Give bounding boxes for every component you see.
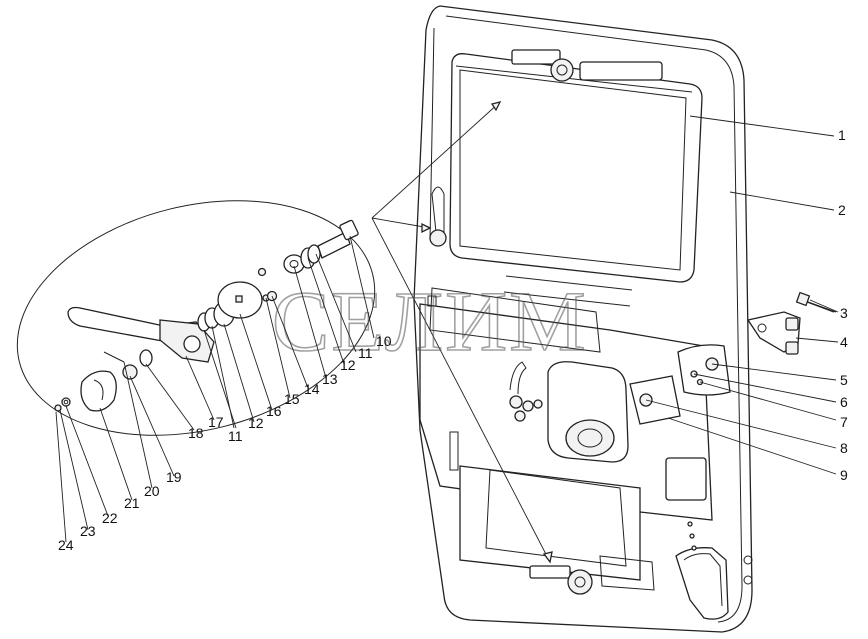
callout-10: 10: [376, 333, 392, 349]
callout-4: 4: [840, 334, 848, 350]
callout-9: 9: [840, 467, 848, 483]
callout-6: 6: [840, 394, 848, 410]
callout-8: 8: [840, 440, 848, 456]
callout-24: 24: [58, 537, 74, 553]
callout-23: 23: [80, 523, 96, 539]
callout-21: 21: [124, 495, 140, 511]
callout-12-upper: 12: [340, 357, 356, 373]
callout-19: 19: [166, 469, 182, 485]
callout-2: 2: [838, 202, 846, 218]
callout-3: 3: [840, 305, 848, 321]
callout-14: 14: [304, 381, 320, 397]
leader-lines: [55, 115, 839, 543]
door-panel: [413, 5, 753, 633]
bracket-parts: [746, 291, 837, 355]
callout-5: 5: [840, 372, 848, 388]
callout-15: 15: [284, 391, 300, 407]
exploded-handle-assembly: [16, 101, 553, 564]
callout-17: 17: [208, 414, 224, 430]
callout-12-lower: 12: [248, 415, 264, 431]
callout-labels: 1 2 3 4 5 6 7 8 9 10 11 12 13 14 15 16 1…: [58, 127, 848, 553]
callout-11-lower: 11: [228, 428, 243, 444]
callout-20: 20: [144, 483, 160, 499]
callout-16: 16: [266, 403, 282, 419]
callout-18: 18: [188, 425, 204, 441]
watermark-text: СЕЛИМ: [272, 273, 588, 369]
callout-11-upper: 11: [358, 345, 373, 361]
callout-22: 22: [102, 510, 118, 526]
callout-7: 7: [840, 414, 848, 430]
callout-13: 13: [322, 371, 338, 387]
callout-1: 1: [838, 127, 846, 143]
